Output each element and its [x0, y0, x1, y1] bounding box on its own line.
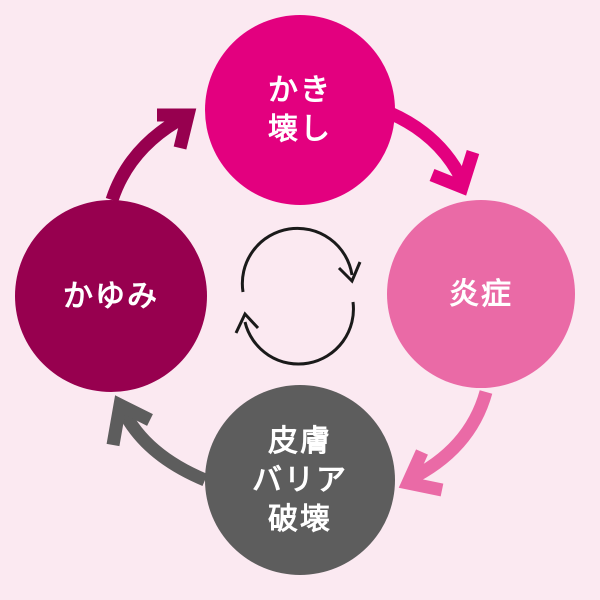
arrow-top-to-right	[387, 107, 480, 196]
node-hifu-barrier-hakai: 皮膚 バリア 破壊	[205, 385, 395, 575]
node-kakikowashi-label: かき 壊し	[268, 73, 332, 147]
node-kayumi: かゆみ	[15, 200, 207, 392]
arrow-bottom-to-left	[106, 395, 208, 486]
refresh-cycle-icon	[234, 226, 362, 366]
node-enshou: 炎症	[387, 200, 575, 388]
node-kayumi-label: かゆみ	[63, 278, 159, 314]
node-kakikowashi: かき 壊し	[205, 15, 395, 205]
node-hifu-barrier-hakai-label: 皮膚 バリア 破壊	[252, 423, 348, 537]
arrow-left-to-top	[105, 108, 197, 203]
arrow-right-to-bottom	[398, 390, 493, 497]
node-enshou-label: 炎症	[449, 276, 513, 312]
